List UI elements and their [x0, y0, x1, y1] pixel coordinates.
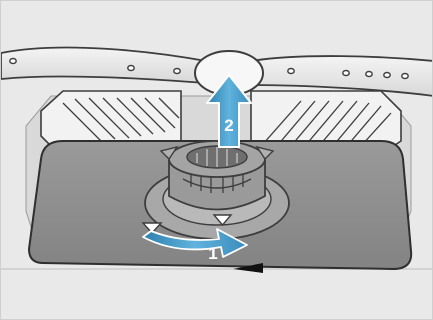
step-1-label: 1	[208, 244, 217, 263]
step-2-label: 2	[224, 116, 233, 135]
filter-cylinder-icon	[161, 141, 273, 210]
left-grille-icon	[41, 91, 181, 146]
